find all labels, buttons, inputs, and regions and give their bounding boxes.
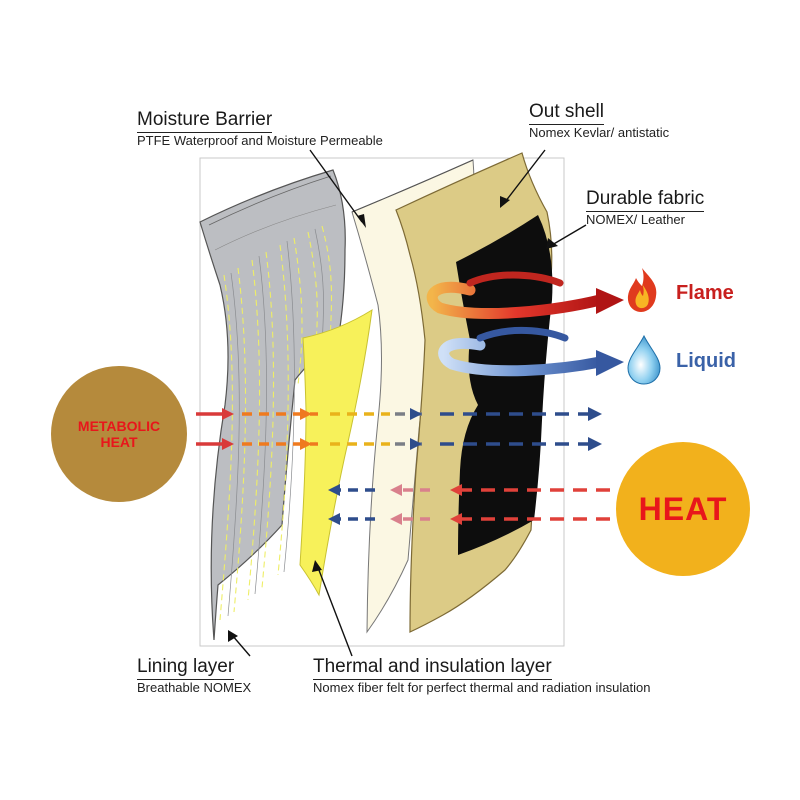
durable-fabric-layer xyxy=(456,215,553,555)
thermal-layer-subtitle: Nomex fiber felt for perfect thermal and… xyxy=(313,680,651,695)
flame-arrow xyxy=(426,271,624,319)
durable-fabric-label: Durable fabric NOMEX/ Leather xyxy=(586,188,705,227)
thermal-layer-edge xyxy=(351,159,474,213)
durable-fabric-title: Durable fabric xyxy=(586,188,705,212)
thermal-layer-label: Thermal and insulation layer Nomex fiber… xyxy=(313,656,650,695)
lining-layer xyxy=(199,169,346,641)
leader-lines xyxy=(228,149,587,657)
moisture-barrier-title: Moisture Barrier xyxy=(137,109,273,133)
heat-text: HEAT xyxy=(638,490,728,527)
out-shell-subtitle: Nomex Kevlar/ antistatic xyxy=(529,125,670,140)
moisture-barrier-label: Moisture Barrier PTFE Waterproof and Moi… xyxy=(137,109,383,148)
flame-label: Flame xyxy=(676,282,734,304)
lining-layer-label: Lining layer Breathable NOMEX xyxy=(137,656,251,695)
flame-icon xyxy=(627,268,657,312)
thermal-layer-title: Thermal and insulation layer xyxy=(313,656,552,680)
metabolic-heat-arrows xyxy=(196,407,602,451)
external-heat-arrows xyxy=(328,484,610,525)
metabolic-heat-text: METABOLIC HEAT xyxy=(77,418,161,450)
out-shell-title: Out shell xyxy=(529,101,604,125)
lining-layer-subtitle: Breathable NOMEX xyxy=(137,680,252,695)
liquid-arrow xyxy=(438,327,624,377)
water-drop-icon xyxy=(627,334,661,385)
durable-fabric-subtitle: NOMEX/ Leather xyxy=(586,212,685,227)
liquid-label: Liquid xyxy=(676,350,736,372)
out-shell-label: Out shell Nomex Kevlar/ antistatic xyxy=(529,101,669,140)
lining-layer-title: Lining layer xyxy=(137,656,235,680)
heat-bubble: HEAT xyxy=(616,442,750,576)
metabolic-heat-bubble: METABOLIC HEAT xyxy=(51,366,187,502)
moisture-barrier-subtitle: PTFE Waterproof and Moisture Permeable xyxy=(137,133,383,148)
